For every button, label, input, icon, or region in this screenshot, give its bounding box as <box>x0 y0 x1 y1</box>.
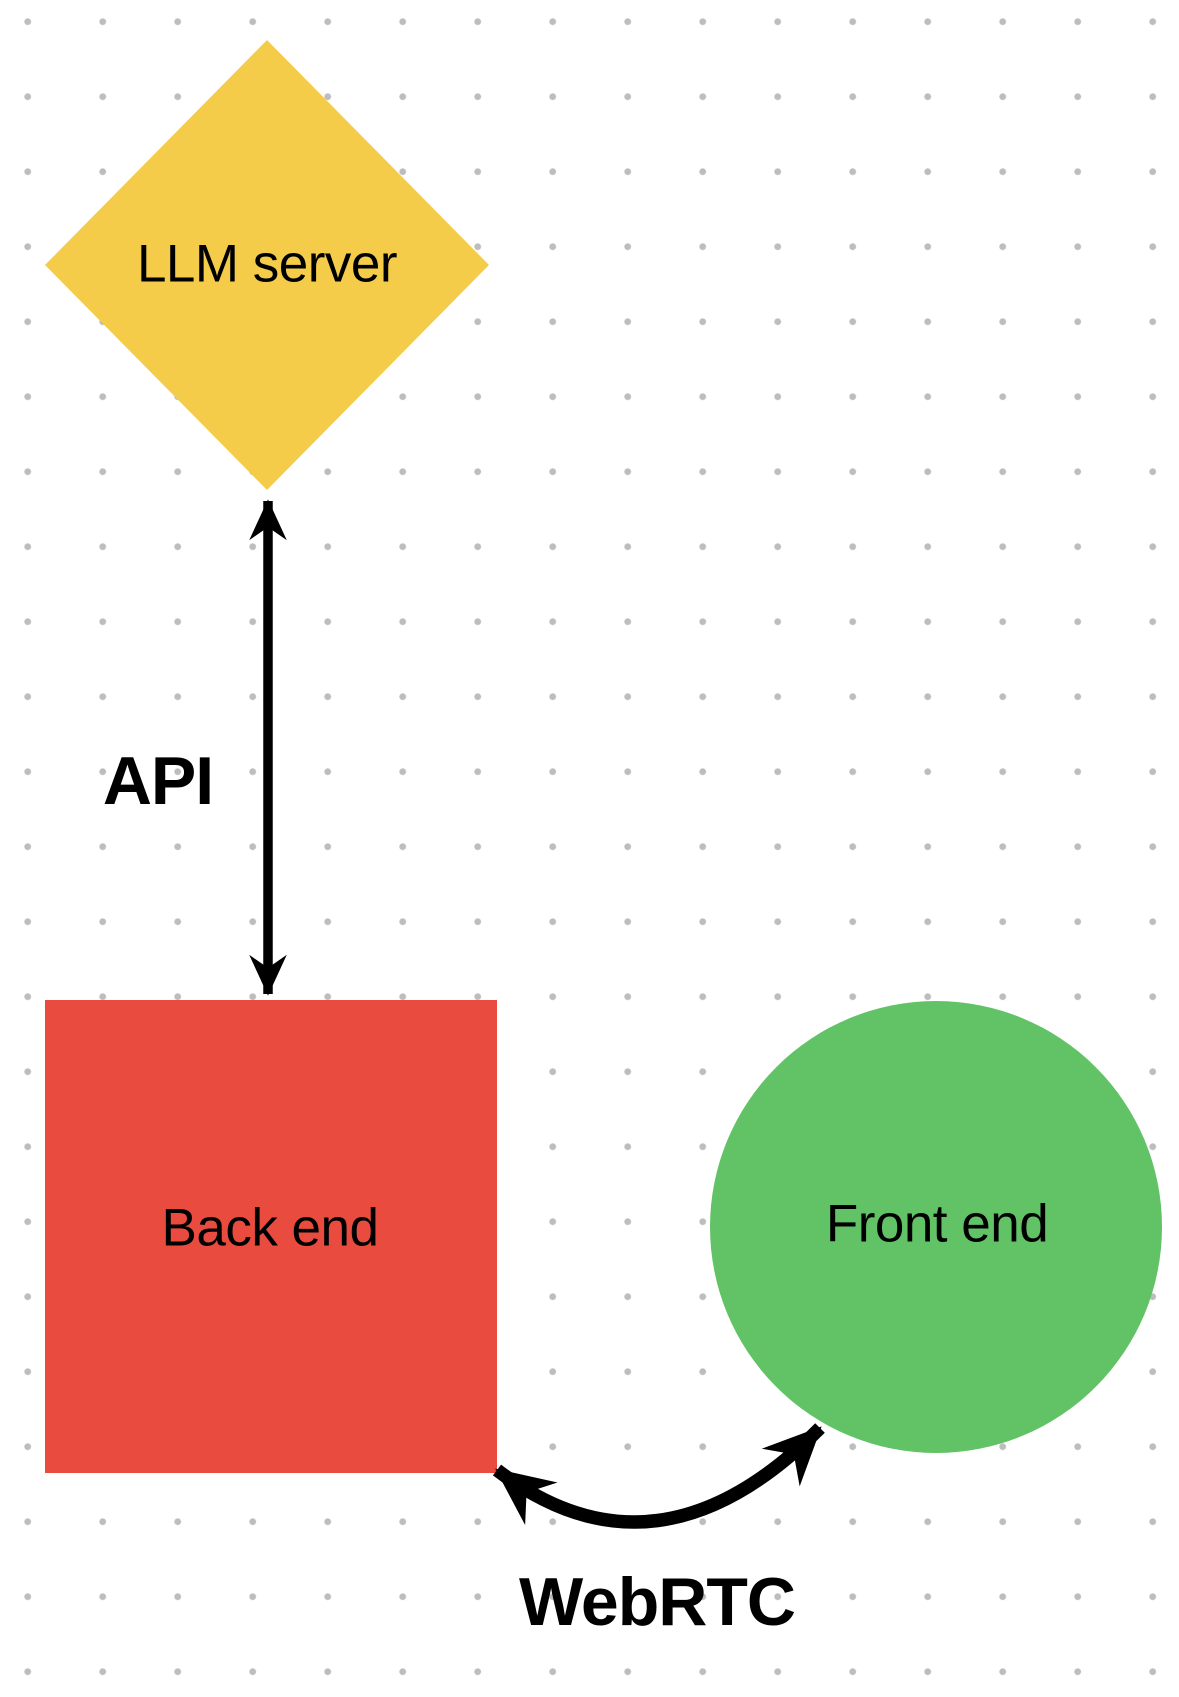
llm-server-diamond-shape[interactable] <box>45 40 489 490</box>
front-end-circle-shape[interactable] <box>710 1001 1162 1453</box>
webrtc-arrow[interactable] <box>492 1423 825 1529</box>
back-end-square-shape[interactable] <box>45 1000 497 1473</box>
